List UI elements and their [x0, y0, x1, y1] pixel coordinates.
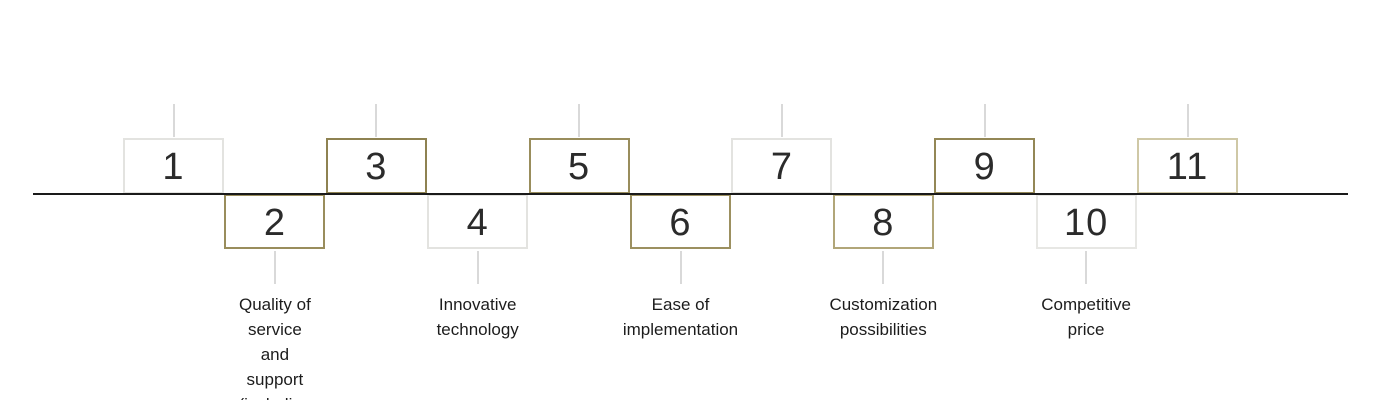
- item-number: 4: [466, 201, 489, 244]
- item-number: 6: [669, 201, 692, 244]
- label-connector-line: [1186, 104, 1189, 137]
- item-number-box: 11: [1137, 138, 1238, 194]
- label-connector-line: [1085, 251, 1088, 284]
- item-number-box: 1: [123, 138, 224, 194]
- label-connector-line: [780, 104, 783, 137]
- item-label: Quality of service and support (includin…: [238, 295, 312, 400]
- item-number-box: 6: [630, 194, 731, 249]
- item-number-box: 5: [528, 138, 630, 194]
- item-number: 11: [1166, 146, 1209, 188]
- label-connector-line: [375, 104, 378, 137]
- item-label: Customization possibilities: [829, 295, 938, 339]
- item-number-box: 10: [1035, 194, 1137, 249]
- item-number: 2: [263, 201, 286, 244]
- item-number: 8: [872, 201, 895, 244]
- item-number-box: 7: [731, 138, 833, 194]
- label-connector-line: [578, 104, 581, 137]
- item-number: 10: [1063, 201, 1109, 244]
- item-number: 7: [770, 146, 793, 188]
- item-number: 5: [568, 146, 591, 188]
- item-number-box: 4: [427, 194, 529, 249]
- label-connector-line: [679, 251, 682, 284]
- label-connector-line: [882, 251, 885, 284]
- label-connector-line: [476, 251, 479, 284]
- item-number-box: 2: [224, 194, 326, 249]
- label-connector-line: [273, 251, 276, 284]
- item-number: 3: [365, 146, 388, 188]
- item-number: 1: [162, 146, 185, 188]
- item-number-box: 9: [934, 138, 1036, 194]
- item-number-box: 3: [325, 138, 427, 194]
- item-label: Ease of implementation: [622, 295, 739, 339]
- item-label: Innovative technology: [436, 295, 519, 339]
- item-number-box: 8: [832, 194, 934, 249]
- item-label: Competitive price: [1041, 295, 1131, 339]
- label-connector-line: [983, 104, 986, 137]
- item-number: 9: [973, 146, 996, 188]
- timeline-axis-line: [33, 193, 1348, 195]
- label-connector-line: [172, 104, 175, 137]
